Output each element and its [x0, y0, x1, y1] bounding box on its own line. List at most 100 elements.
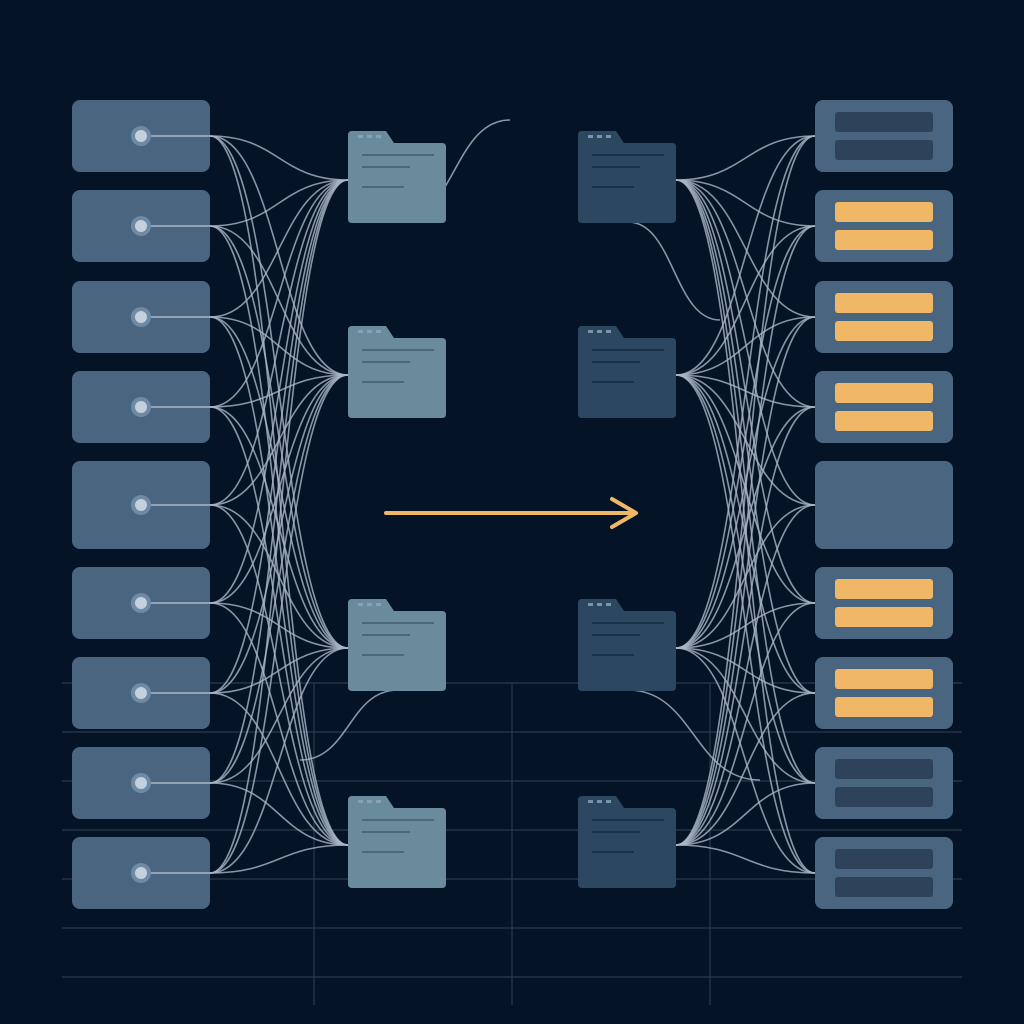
folder-to-target-link	[675, 225, 816, 376]
folder-tab-dot	[358, 330, 363, 333]
folder-body	[348, 131, 446, 223]
source-to-folder-link	[209, 179, 349, 227]
folder-to-target-link	[675, 179, 816, 318]
folder-tab-dot	[588, 135, 593, 138]
target-node-box	[815, 190, 953, 262]
folder-tab-dot	[367, 800, 372, 803]
muted-bar	[835, 759, 933, 779]
folder-to-target-link	[675, 135, 816, 649]
folder-tab-dot	[606, 800, 611, 803]
highlighted-bar	[835, 669, 933, 689]
target-node	[815, 190, 953, 262]
folder-body	[578, 796, 676, 888]
muted-bar	[835, 140, 933, 160]
target-node-box	[815, 837, 953, 909]
folder-tab-dot	[606, 330, 611, 333]
folder-to-target-link	[675, 406, 816, 846]
target-node	[815, 567, 953, 639]
folder-tab-dot	[588, 330, 593, 333]
folder-tab-dot	[597, 603, 602, 606]
port-icon	[135, 499, 147, 511]
folder-to-target-link	[675, 406, 816, 649]
folder-to-target-link	[675, 316, 816, 846]
port-icon	[135, 311, 147, 323]
port-icon	[135, 867, 147, 879]
target-node	[815, 371, 953, 443]
folder-to-target-link	[675, 692, 816, 846]
highlighted-bar	[835, 230, 933, 250]
source-to-folder-link	[209, 782, 349, 846]
source-to-folder-link	[209, 374, 349, 604]
source-node	[72, 567, 210, 639]
target-node-column	[815, 100, 953, 909]
folder-body	[348, 599, 446, 691]
right-folder-column	[578, 131, 676, 888]
source-to-folder-link	[209, 504, 349, 846]
port-icon	[135, 130, 147, 142]
folder-body	[348, 796, 446, 888]
highlighted-bar	[835, 383, 933, 403]
folder-tab-dot	[376, 800, 381, 803]
transfer-arrow	[384, 497, 638, 529]
target-node-box	[815, 461, 953, 549]
folder-tab-dot	[358, 800, 363, 803]
source-to-folder-link	[209, 179, 349, 318]
folder-tab-dot	[597, 135, 602, 138]
source-node	[72, 100, 210, 172]
source-to-folder-link	[209, 135, 349, 376]
folder-tab-dot	[376, 603, 381, 606]
target-node	[815, 747, 953, 819]
folder-icon	[578, 326, 676, 418]
muted-bar	[835, 112, 933, 132]
folder-link	[627, 689, 761, 781]
folder-body	[578, 326, 676, 418]
left-folder-column	[348, 131, 446, 888]
port-icon	[135, 687, 147, 699]
port-icon	[135, 777, 147, 789]
highlighted-bar	[835, 202, 933, 222]
highlighted-bar	[835, 321, 933, 341]
source-to-folder-link	[209, 179, 349, 874]
source-node	[72, 747, 210, 819]
folder-tab-dot	[376, 330, 381, 333]
folder-link	[299, 689, 399, 761]
source-to-folder-link	[209, 179, 349, 506]
source-node	[72, 190, 210, 262]
target-node-box	[815, 747, 953, 819]
folder-to-target-link	[675, 225, 816, 649]
folder-to-target-link	[675, 647, 816, 874]
folder-to-target-link	[675, 316, 816, 376]
folder-tab-dot	[606, 135, 611, 138]
folder-to-target-link	[675, 602, 816, 846]
folder-body	[578, 599, 676, 691]
highlighted-bar	[835, 607, 933, 627]
folder-to-target-link	[675, 504, 816, 846]
source-to-folder-link	[209, 647, 349, 874]
port-icon	[135, 597, 147, 609]
folder-tab-dot	[588, 800, 593, 803]
source-node	[72, 657, 210, 729]
target-node	[815, 837, 953, 909]
target-node	[815, 281, 953, 353]
muted-bar	[835, 877, 933, 897]
source-to-folder-link	[209, 179, 349, 694]
target-node	[815, 100, 953, 172]
folder-tab-dot	[597, 330, 602, 333]
target-node-box	[815, 657, 953, 729]
source-node	[72, 837, 210, 909]
folder-to-target-link	[675, 135, 816, 376]
folder-tab-dot	[367, 135, 372, 138]
folder-icon	[348, 796, 446, 888]
source-node-column	[72, 100, 210, 909]
folder-tab-dot	[597, 800, 602, 803]
source-to-folder-link	[209, 179, 349, 408]
folder-to-target-link	[675, 179, 816, 408]
folder-icon	[578, 796, 676, 888]
muted-bar	[835, 849, 933, 869]
connection-lines	[209, 119, 816, 874]
background-grid	[62, 682, 962, 1005]
folder-tab-dot	[367, 603, 372, 606]
target-node	[815, 657, 953, 729]
target-node	[815, 461, 953, 549]
